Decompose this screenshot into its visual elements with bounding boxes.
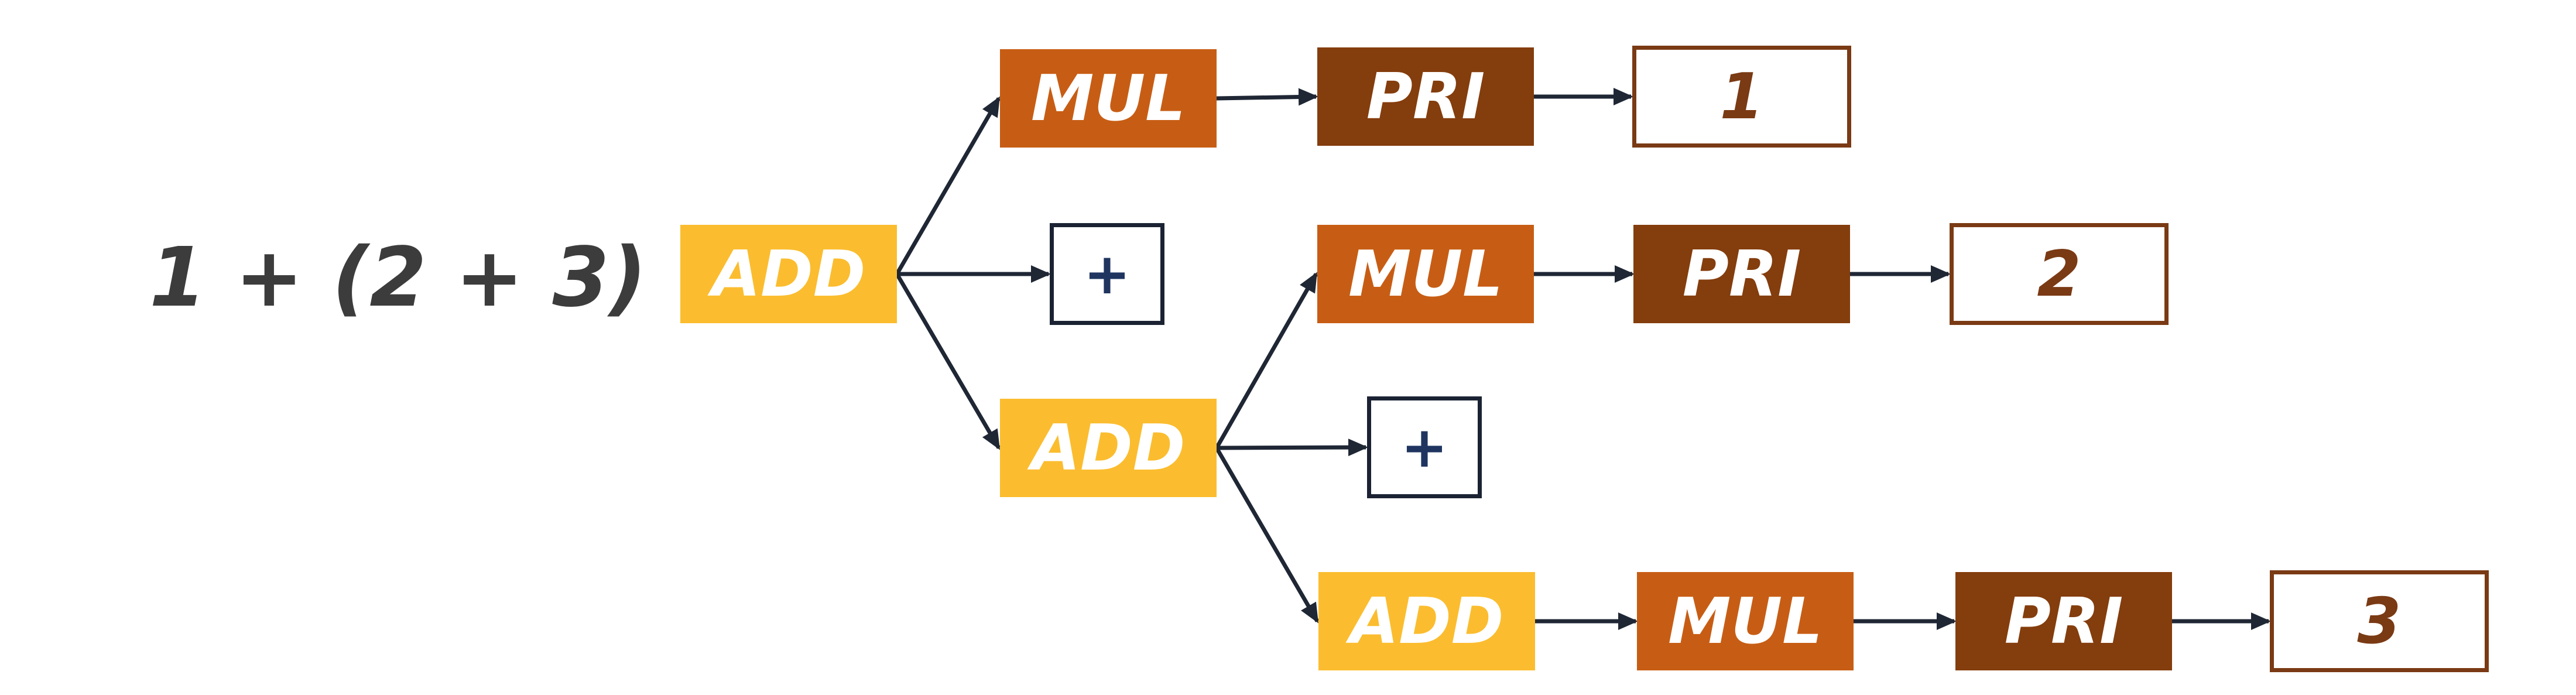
add-root-node: ADD xyxy=(680,225,897,323)
edge-add_inner-to-op_plus_2 xyxy=(1216,439,1368,457)
pri-mid-node: PRI xyxy=(1633,225,1850,323)
edge-add_inner-to-mul_mid xyxy=(1214,272,1318,449)
mul-bottom-node: MUL xyxy=(1637,572,1854,670)
plus-operator-1: + xyxy=(1050,223,1164,325)
value-2-node: 2 xyxy=(1950,223,2169,325)
add-inner-node: ADD xyxy=(1000,399,1217,497)
pri-top-node: PRI xyxy=(1317,47,1534,146)
edge-add_root-to-add_inner xyxy=(895,273,1001,450)
edge-add_inner-to-add_bottom xyxy=(1214,447,1320,624)
edge-add_root-to-mul_top xyxy=(895,96,1001,275)
expression-label: 1 + (2 + 3) xyxy=(149,230,647,326)
pri-bottom-node: PRI xyxy=(1955,572,2172,670)
add-bottom-node: ADD xyxy=(1318,572,1535,670)
value-1-node: 1 xyxy=(1632,46,1851,148)
edge-mul_top-to-pri_top xyxy=(1216,88,1318,106)
mul-mid-node: MUL xyxy=(1317,225,1534,323)
plus-operator-2: + xyxy=(1367,396,1482,498)
value-3-node: 3 xyxy=(2270,570,2489,672)
mul-top-node: MUL xyxy=(1000,49,1217,148)
edge-group xyxy=(895,88,2271,630)
